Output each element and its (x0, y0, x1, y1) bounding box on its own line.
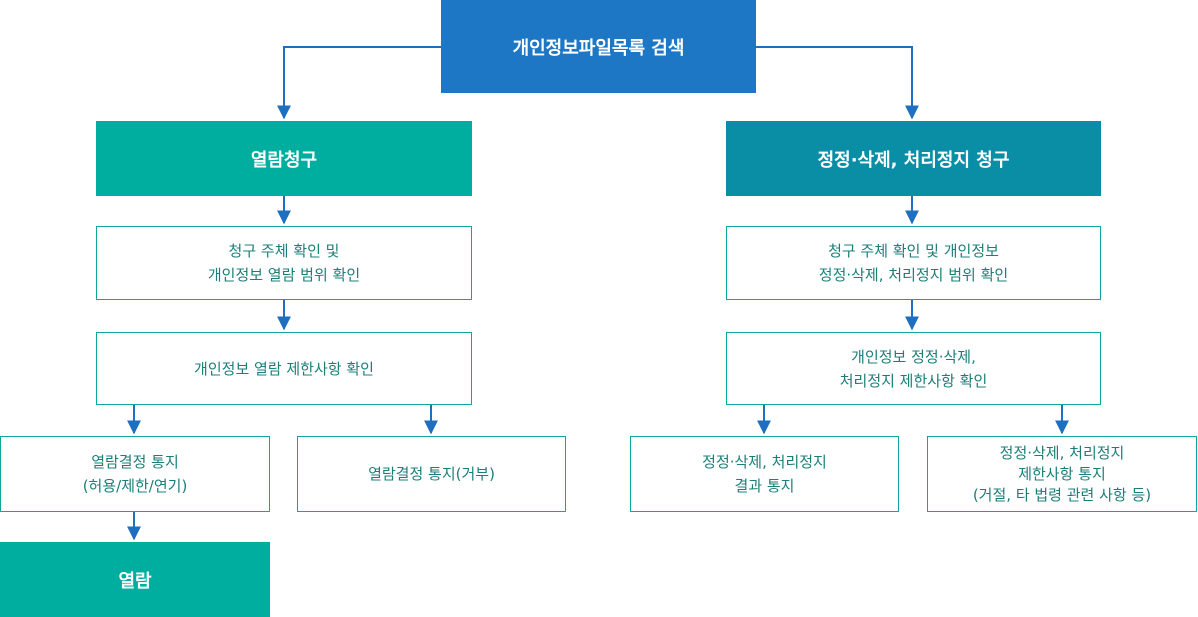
right-outcome-b-node: 정정·삭제, 처리정지 제한사항 통지 (거절, 타 법령 관련 사항 등) (927, 436, 1197, 512)
connector-root-right (756, 46, 919, 120)
right-outcome-b-line1: 정정·삭제, 처리정지 (999, 443, 1125, 462)
root-node-label: 개인정보파일목록 검색 (512, 37, 685, 59)
right-outcome-b-line3: (거절, 타 법령 관련 사항 등) (972, 485, 1152, 504)
right-outcome-a-line2: 결과 통지 (734, 477, 795, 495)
right-outcome-a-line1: 정정·삭제, 처리정지 (702, 453, 827, 471)
left-outcome-b-node: 열람결정 통지(거부) (297, 436, 566, 512)
right-outcome-a-node: 정정·삭제, 처리정지 결과 통지 (630, 436, 899, 512)
left-final-label: 열람 (118, 570, 152, 592)
left-header-node: 열람청구 (96, 121, 472, 196)
left-step2-line1: 개인정보 열람 제한사항 확인 (194, 359, 374, 378)
left-step1-node: 청구 주체 확인 및 개인정보 열람 범위 확인 (96, 226, 472, 300)
right-step1-line1: 청구 주체 확인 및 개인정보 (828, 242, 999, 260)
right-header-label: 정정·삭제, 처리정지 청구 (817, 149, 1010, 171)
left-header-label: 열람청구 (250, 149, 318, 171)
right-step2-node: 개인정보 정정·삭제, 처리정지 제한사항 확인 (726, 332, 1101, 405)
right-step1-node: 청구 주체 확인 및 개인정보 정정·삭제, 처리정지 범위 확인 (726, 226, 1101, 300)
right-step2-line1: 개인정보 정정·삭제, (851, 347, 976, 366)
left-outcome-a-node: 열람결정 통지 (허용/제한/연기) (0, 436, 270, 512)
right-header-node: 정정·삭제, 처리정지 청구 (726, 121, 1101, 196)
left-outcome-b-line1: 열람결정 통지(거부) (368, 465, 495, 483)
right-step1-line2: 정정·삭제, 처리정지 범위 확인 (818, 266, 1009, 284)
left-outcome-a-line2: (허용/제한/연기) (82, 477, 188, 495)
left-step1-line1: 청구 주체 확인 및 (228, 242, 340, 260)
connector-root-left (277, 46, 441, 120)
left-step1-line2: 개인정보 열람 범위 확인 (207, 266, 361, 284)
left-final-node: 열람 (0, 542, 270, 617)
right-outcome-b-line2: 제한사항 통지 (1018, 464, 1106, 483)
left-outcome-a-line1: 열람결정 통지 (91, 453, 179, 471)
right-step2-line2: 처리정지 제한사항 확인 (839, 371, 988, 390)
root-node: 개인정보파일목록 검색 (441, 0, 756, 93)
left-step2-node: 개인정보 열람 제한사항 확인 (96, 332, 472, 405)
